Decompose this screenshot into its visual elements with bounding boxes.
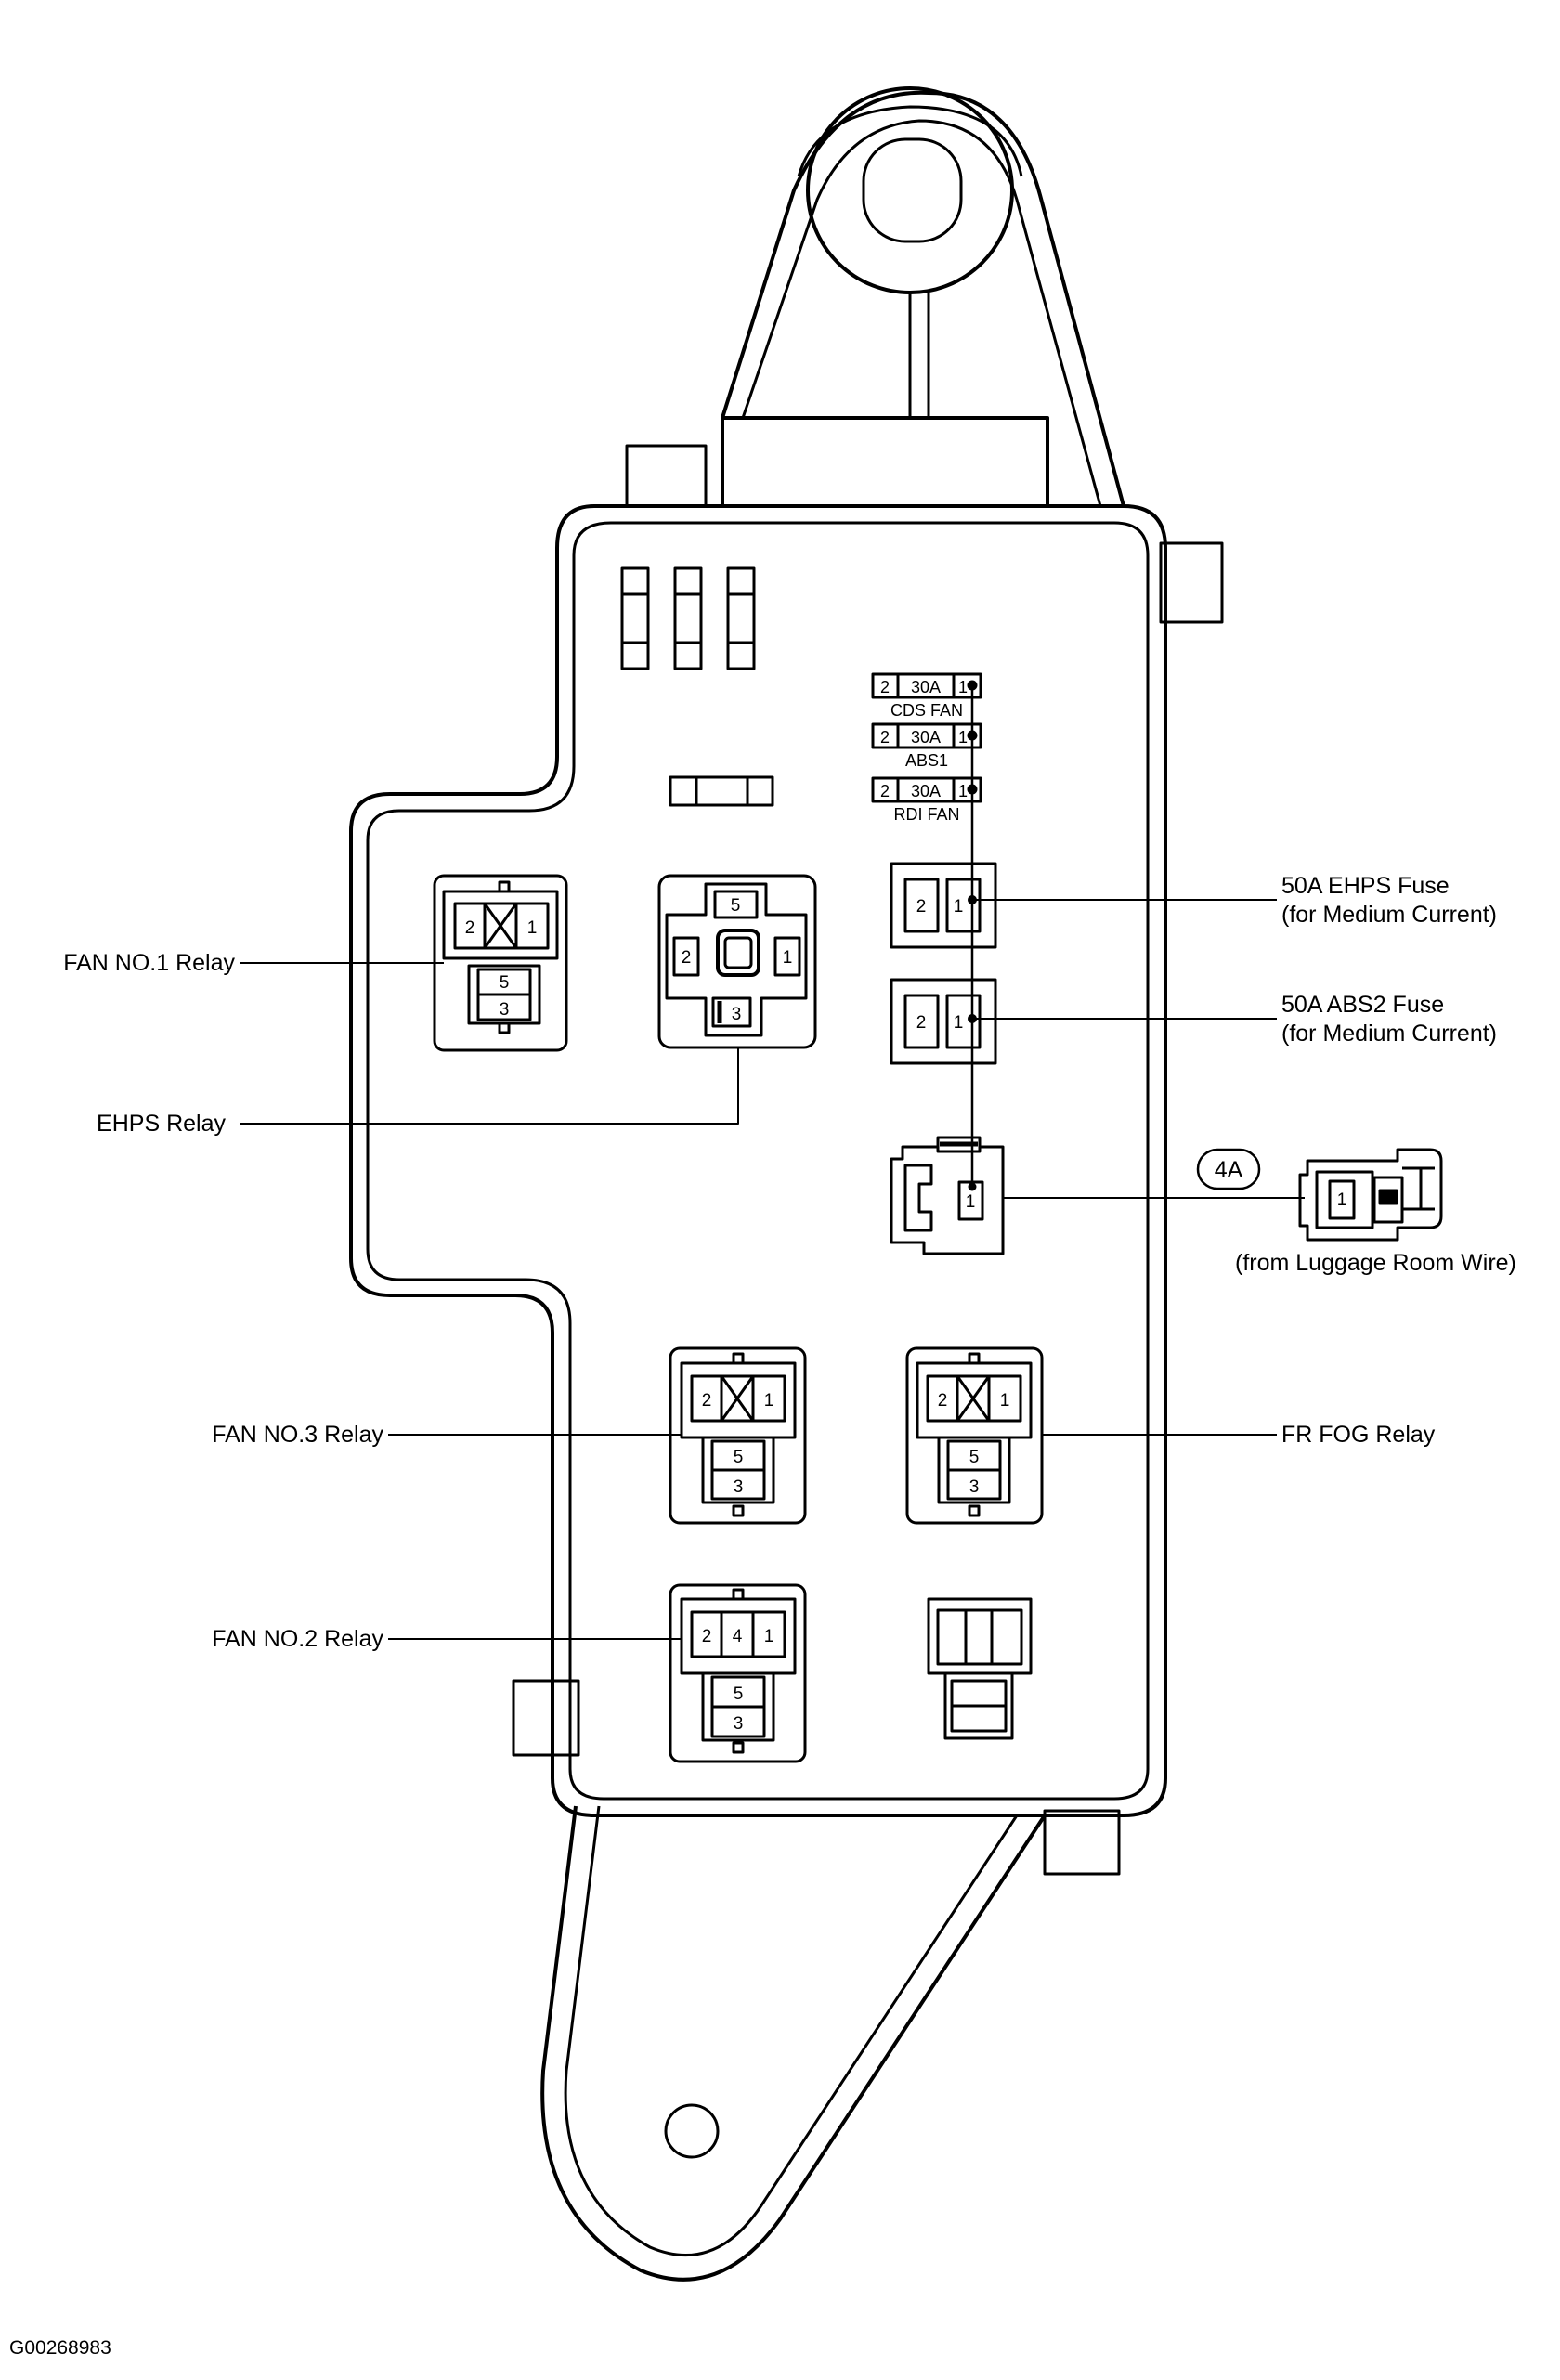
fuse-abs1: 2 30A 1 ABS1	[871, 722, 982, 770]
label-fan-no1-relay: FAN NO.1 Relay	[63, 950, 235, 976]
pin-label: 1	[966, 1192, 976, 1212]
abs2-50a-fuse: 2 1	[890, 978, 997, 1065]
bottom-mounting-arm	[540, 1805, 1121, 2282]
pin-label: 1	[764, 1627, 774, 1646]
label-abs2-fuse-note: (for Medium Current)	[1281, 1021, 1497, 1047]
pin-label: 3	[500, 1000, 510, 1020]
fuse-rating: 30A	[911, 782, 941, 800]
figure-id: G00268983	[9, 2337, 111, 2359]
pin-label: 2	[880, 782, 890, 800]
labels: FAN NO.1 Relay EHPS Relay FAN NO.3 Relay…	[9, 873, 1516, 2359]
pin-label: 1	[954, 897, 964, 917]
pin-label: 4	[733, 1627, 743, 1646]
spare-relay-socket	[927, 1597, 1033, 1740]
ehps-50a-fuse: 2 1	[890, 862, 997, 949]
fuse-rating: 30A	[911, 678, 941, 696]
pin-label: 2	[880, 678, 890, 696]
pin-label: 5	[969, 1448, 980, 1467]
pin-label: 2	[916, 897, 927, 917]
pin-label: 1	[1000, 1391, 1010, 1411]
pin-label: 1	[764, 1391, 774, 1411]
bus-dot	[967, 680, 978, 691]
fuse-cds-fan: 2 30A 1 CDS FAN	[871, 672, 982, 720]
label-ehps-fuse: 50A EHPS Fuse	[1281, 873, 1450, 899]
label-fr-fog-relay: FR FOG Relay	[1281, 1422, 1436, 1448]
pin-label: 1	[958, 678, 968, 696]
label-ehps-relay: EHPS Relay	[97, 1111, 226, 1137]
pin-label: 5	[734, 1684, 744, 1704]
fan-no1-relay: 2 1 5 3	[433, 874, 568, 1052]
bus-dot	[967, 730, 978, 741]
fan-no3-relay: 2 1 5 3	[669, 1346, 807, 1525]
pin-label: 1	[954, 1013, 964, 1033]
label-fan-no3-relay: FAN NO.3 Relay	[212, 1422, 384, 1448]
fuse-name: CDS FAN	[890, 701, 963, 720]
fr-fog-relay: 2 1 5 3	[905, 1346, 1044, 1525]
connector-4a-socket: 1	[890, 1136, 1005, 1255]
pin-label: 1	[783, 948, 793, 968]
connector-4a-plug: 1	[1298, 1148, 1443, 1242]
pin-label: 2	[880, 728, 890, 747]
fuse-name: ABS1	[905, 751, 948, 770]
connector-code: 4A	[1215, 1157, 1243, 1183]
pin-label: 5	[731, 896, 741, 916]
bus-dot	[967, 784, 978, 795]
pin-label: 1	[1337, 1190, 1347, 1210]
connector-code-badge: 4A	[1196, 1148, 1261, 1190]
pin-label: 3	[734, 1477, 744, 1497]
leader-lines	[240, 895, 1305, 1640]
spare-fuse-slots	[620, 566, 756, 670]
pin-label: 5	[500, 973, 510, 993]
pin-label: 5	[734, 1448, 744, 1467]
fuse-box-housing	[349, 504, 1167, 1817]
pin-label: 3	[734, 1714, 744, 1734]
pin-label: 2	[702, 1627, 712, 1646]
label-connector-caption: (from Luggage Room Wire)	[1235, 1250, 1516, 1276]
fuse-rdi-fan: 2 30A 1 RDI FAN	[871, 776, 982, 824]
pin-label: 2	[682, 948, 692, 968]
pin-label: 2	[938, 1391, 948, 1411]
top-mounting-arm	[721, 86, 1125, 508]
pin-label: 1	[958, 782, 968, 800]
small-fuse-stack: 2 30A 1 CDS FAN 2 30A 1 ABS1 2 30A 1 RDI…	[871, 672, 982, 1184]
pin-label: 2	[702, 1391, 712, 1411]
pin-label: 3	[732, 1005, 742, 1024]
label-abs2-fuse: 50A ABS2 Fuse	[1281, 992, 1444, 1018]
side-tabs	[512, 444, 1224, 1757]
pin-label: 1	[958, 728, 968, 747]
pin-label: 3	[969, 1477, 980, 1497]
fuse-name: RDI FAN	[893, 805, 959, 824]
fan-no2-relay: 2 4 1 5 3	[669, 1583, 807, 1763]
spare-fuse-horizontal	[669, 775, 774, 807]
pin-label: 1	[527, 918, 538, 938]
pin-label: 2	[916, 1013, 927, 1033]
ehps-relay: 5 2 1 3	[657, 874, 817, 1049]
label-ehps-fuse-note: (for Medium Current)	[1281, 902, 1497, 928]
fuse-rating: 30A	[911, 728, 941, 747]
label-fan-no2-relay: FAN NO.2 Relay	[212, 1626, 384, 1652]
pin-label: 2	[465, 918, 475, 938]
